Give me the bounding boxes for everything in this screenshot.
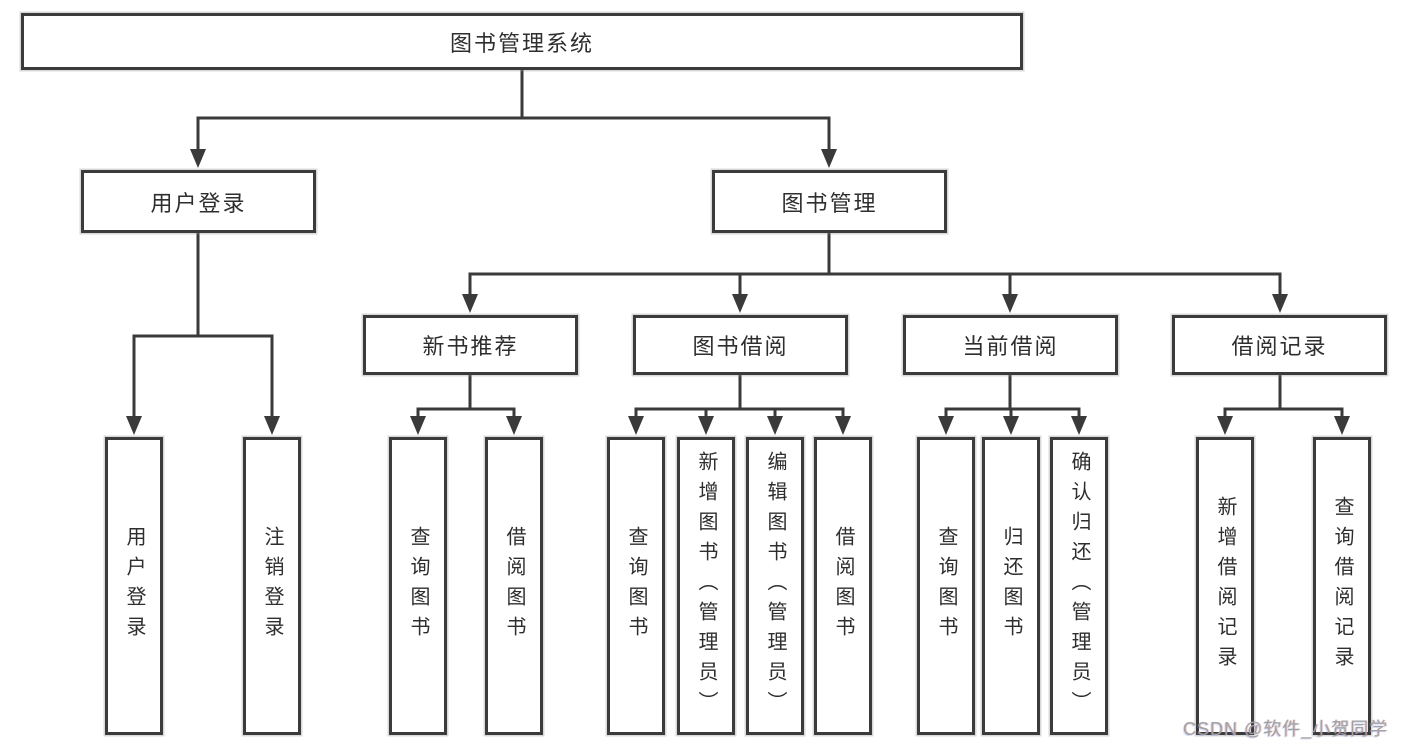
node-current-borrowing: 当前借阅 (903, 315, 1118, 375)
leaf-confirm-return-admin-label: 确认归还（管理员） (1068, 451, 1090, 721)
leaf-borrow-books-label: 借阅图书 (832, 526, 854, 646)
leaf-user-login: 用户登录 (105, 437, 163, 735)
leaf-edit-books-admin: 编辑图书（管理员） (746, 437, 804, 735)
leaf-add-borrow-record: 新增借阅记录 (1196, 437, 1254, 735)
leaf-logout-label: 注销登录 (261, 526, 283, 646)
node-book-management-label: 图书管理 (781, 190, 878, 216)
node-borrowing-records: 借阅记录 (1172, 315, 1387, 375)
leaf-add-borrow-record-label: 新增借阅记录 (1214, 496, 1236, 676)
leaf-query-books-current-label: 查询图书 (935, 526, 957, 646)
leaf-return-books-label: 归还图书 (1000, 526, 1022, 646)
node-borrowing-records-label: 借阅记录 (1231, 334, 1328, 359)
leaf-edit-books-admin-label: 编辑图书（管理员） (764, 451, 786, 721)
node-user-login-label: 用户登录 (150, 190, 247, 216)
node-library-system: 图书管理系统 (21, 13, 1023, 70)
leaf-return-books: 归还图书 (982, 437, 1040, 735)
node-user-login: 用户登录 (81, 170, 316, 233)
leaf-borrow-books-recommend: 借阅图书 (485, 437, 543, 735)
node-current-borrowing-label: 当前借阅 (962, 334, 1059, 359)
node-new-book-recommendation-label: 新书推荐 (422, 334, 519, 359)
leaf-user-login-label: 用户登录 (123, 526, 145, 646)
node-library-system-label: 图书管理系统 (449, 30, 594, 56)
leaf-query-books-current: 查询图书 (917, 437, 975, 735)
leaf-query-books-borrow-label: 查询图书 (625, 526, 647, 646)
leaf-borrow-books-recommend-label: 借阅图书 (503, 526, 525, 646)
node-new-book-recommendation: 新书推荐 (363, 315, 578, 375)
arrowheads (126, 149, 1350, 435)
leaf-query-borrow-record-label: 查询借阅记录 (1331, 496, 1353, 676)
node-book-borrowing-label: 图书借阅 (692, 334, 789, 359)
leaf-query-books-recommend: 查询图书 (389, 437, 447, 735)
leaf-add-books-admin: 新增图书（管理员） (677, 437, 735, 735)
leaf-query-books-borrow: 查询图书 (607, 437, 665, 735)
node-book-borrowing: 图书借阅 (633, 315, 848, 375)
csdn-watermark: CSDN @软件_小贺同学 (1183, 719, 1389, 739)
leaf-query-borrow-record: 查询借阅记录 (1313, 437, 1371, 735)
leaf-confirm-return-admin: 确认归还（管理员） (1050, 437, 1108, 735)
leaf-borrow-books: 借阅图书 (814, 437, 872, 735)
leaf-add-books-admin-label: 新增图书（管理员） (695, 451, 717, 721)
leaf-logout: 注销登录 (243, 437, 301, 735)
node-book-management: 图书管理 (712, 170, 947, 233)
leaf-query-books-recommend-label: 查询图书 (407, 526, 429, 646)
